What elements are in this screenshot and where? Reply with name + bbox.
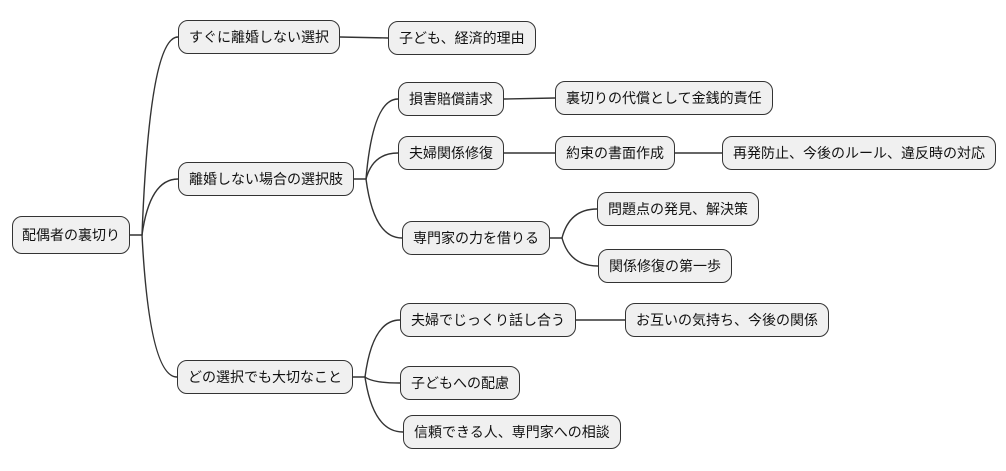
mindmap-node-mutual-feelings: お互いの気持ち、今後の関係 — [625, 303, 829, 337]
mindmap-node-recurrence-prevention: 再発防止、今後のルール、違反時の対応 — [722, 136, 996, 170]
mindmap-node-options-if-no-divorce: 離婚しない場合の選択肢 — [178, 162, 354, 196]
mindmap-node-written-promise: 約束の書面作成 — [555, 136, 675, 170]
edge-expert-help-problem-discovery — [561, 208, 598, 239]
mindmap-node-consult-trusted-experts: 信頼できる人、専門家への相談 — [403, 415, 621, 449]
edge-expert-help-first-step-repair — [561, 237, 599, 267]
edge-options-if-no-divorce-damages-claim — [365, 98, 399, 180]
edge-important-in-any-choice-talk-it-over — [364, 319, 401, 378]
edge-important-in-any-choice-care-for-children — [364, 376, 401, 384]
edge-root-important-in-any-choice — [141, 234, 178, 378]
mindmap-node-talk-it-over: 夫婦でじっくり話し合う — [400, 303, 576, 337]
mindmap-node-care-for-children: 子どもへの配慮 — [400, 366, 520, 400]
mindmap-node-marital-repair: 夫婦関係修復 — [398, 136, 504, 170]
mindmap-node-no-immediate-divorce: すぐに離婚しない選択 — [178, 20, 340, 54]
mindmap-node-damages-claim: 損害賠償請求 — [398, 82, 504, 116]
mindmap-node-monetary-responsibility: 裏切りの代償として金銭的責任 — [555, 81, 773, 115]
mindmap-node-problem-discovery: 問題点の発見、解決策 — [597, 192, 759, 226]
mindmap-node-important-in-any-choice: どの選択でも大切なこと — [177, 360, 353, 394]
edge-important-in-any-choice-consult-trusted-experts — [364, 376, 404, 433]
mindmap-node-children-economic: 子ども、経済的理由 — [388, 21, 536, 55]
edge-options-if-no-divorce-marital-repair — [365, 152, 399, 180]
mindmap-node-root: 配偶者の裏切り — [12, 216, 130, 254]
edge-options-if-no-divorce-expert-help — [365, 178, 403, 239]
edge-no-immediate-divorce-children-economic — [339, 36, 389, 39]
mindmap-node-expert-help: 専門家の力を借りる — [402, 221, 550, 255]
edge-root-no-immediate-divorce — [141, 36, 179, 236]
edge-damages-claim-monetary-responsibility — [503, 97, 556, 100]
mindmap-node-first-step-repair: 関係修復の第一歩 — [598, 249, 732, 283]
edge-root-options-if-no-divorce — [141, 178, 179, 236]
